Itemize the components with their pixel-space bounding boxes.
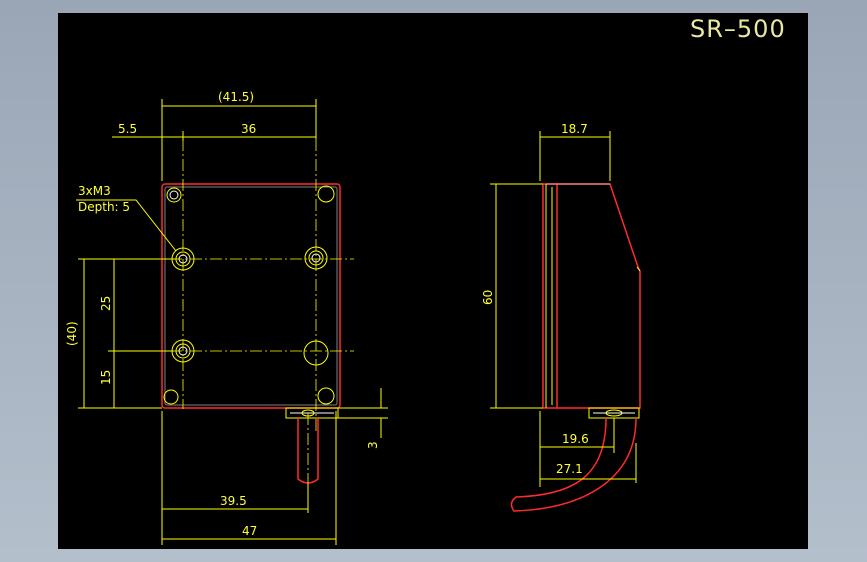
corner-hole xyxy=(317,387,335,405)
hole-callout-depth: Depth: 5 xyxy=(78,200,130,214)
hole-callout-size: 3xM3 xyxy=(78,184,111,198)
corner-hole xyxy=(317,185,335,203)
dim-25: 25 xyxy=(99,296,113,311)
hole-callout-leader xyxy=(76,199,177,252)
side-housing-profile xyxy=(557,183,641,409)
cable-gland xyxy=(285,407,339,419)
front-body-inner-edge xyxy=(164,186,338,406)
side-dimensions: 18.7 60 19.6 27.1 xyxy=(481,122,637,487)
dim-39-5: 39.5 xyxy=(220,494,247,508)
dim-40: (40) xyxy=(65,321,79,346)
dim-3: 3 xyxy=(366,441,380,449)
front-view: 3xM3 Depth: 5 xyxy=(76,139,354,484)
corner-hole xyxy=(166,187,182,203)
technical-drawing: SR–500 3xM3 Depth: 5 xyxy=(65,15,786,545)
dim-41-5: (41.5) xyxy=(218,90,254,104)
dim-60: 60 xyxy=(481,290,495,305)
drawing-title: SR–500 xyxy=(690,15,786,43)
dim-36: 36 xyxy=(241,122,256,136)
dim-27-1: 27.1 xyxy=(556,462,583,476)
cad-viewport[interactable]: SR–500 3xM3 Depth: 5 xyxy=(58,13,808,549)
dim-5-5: 5.5 xyxy=(118,122,137,136)
corner-hole xyxy=(169,190,179,200)
dim-15: 15 xyxy=(99,370,113,385)
dim-18-7: 18.7 xyxy=(561,122,588,136)
front-body-outline xyxy=(161,183,341,409)
dim-19-6: 19.6 xyxy=(562,432,589,446)
side-cable xyxy=(510,417,637,512)
dim-47: 47 xyxy=(242,524,257,538)
side-view xyxy=(510,183,641,512)
side-back-plate xyxy=(542,183,558,409)
corner-hole xyxy=(163,389,179,405)
front-dimensions: (41.5) 5.5 36 (40) 25 15 3 39.5 47 xyxy=(65,90,388,545)
